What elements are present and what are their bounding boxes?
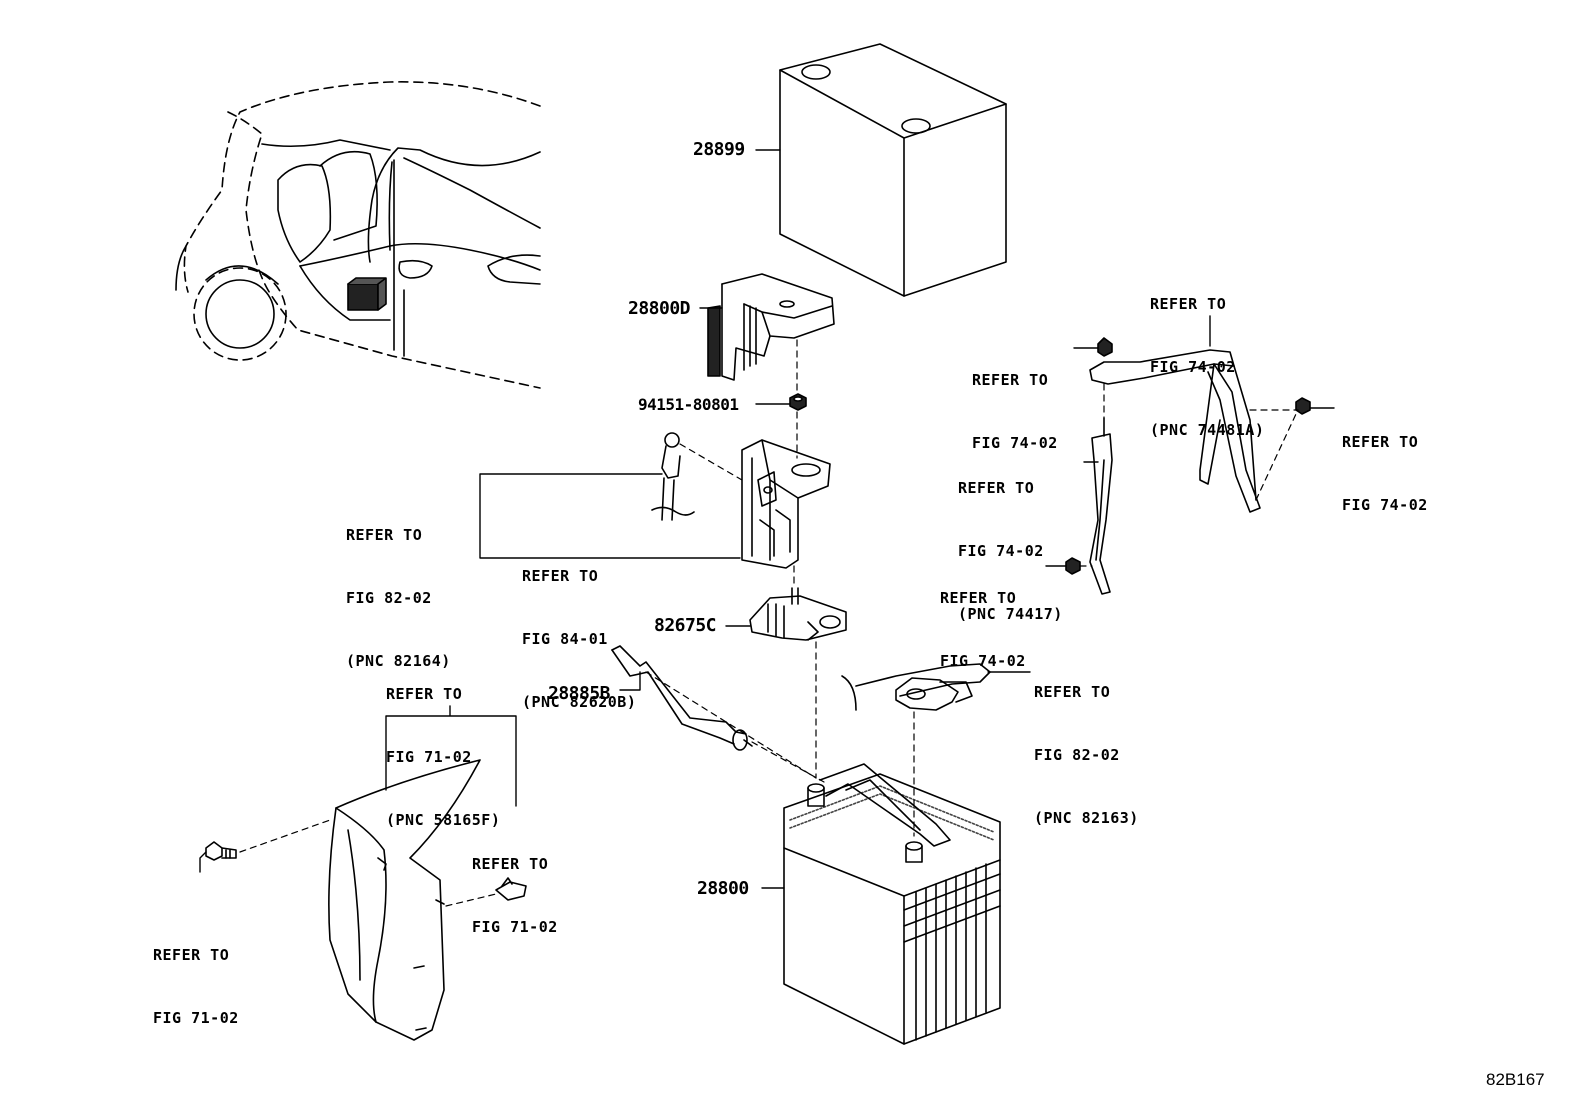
illustration-code: 82B167 <box>1486 1070 1545 1089</box>
fender-screw <box>206 842 236 860</box>
hold-down-bracket <box>1066 338 1310 594</box>
battery-cover-box <box>780 44 1006 296</box>
battery <box>784 764 1000 1044</box>
part-label-28899: 28899 <box>693 139 745 160</box>
ref-fig-71-02-clip: REFER TO FIG 71-02 <box>472 855 558 936</box>
negative-terminal <box>842 664 990 710</box>
part-label-28800d: 28800D <box>628 298 691 319</box>
ref-fig-74-02-pnc-74417: REFER TO FIG 74-02 (PNC 74417) <box>958 479 1063 623</box>
part-label-28800: 28800 <box>697 878 749 899</box>
ref-fig-74-02-pnc-74481a: REFER TO FIG 74-02 (PNC 74481A) <box>1150 295 1265 439</box>
clamp-cover <box>708 274 834 380</box>
vehicle-outline <box>176 82 540 388</box>
ref-fig-82-02-pnc-82164: REFER TO FIG 82-02 (PNC 82164) <box>346 526 451 670</box>
part-label-94151-80801: 94151-80801 <box>638 395 739 414</box>
ref-fig-71-02-pnc-58165f: REFER TO FIG 71-02 (PNC 58165F) <box>386 685 501 829</box>
part-label-28885b: 28885B <box>548 683 611 704</box>
positive-terminal <box>750 588 846 640</box>
terminal-nut <box>790 394 806 410</box>
ref-fig-84-01-pnc-82620b: REFER TO FIG 84-01 (PNC 82620B) <box>522 567 637 711</box>
fender-clip <box>496 878 526 900</box>
leader-lines <box>200 150 1334 888</box>
ref-fig-74-02-nut-upper: REFER TO FIG 74-02 <box>972 371 1058 452</box>
ref-fig-74-02-nut-lower: REFER TO FIG 74-02 <box>940 589 1026 670</box>
ground-wire-terminal <box>652 433 694 520</box>
assembly-lines <box>240 340 1298 906</box>
ref-fig-82-02-pnc-82163: REFER TO FIG 82-02 (PNC 82163) <box>1034 683 1139 827</box>
ref-fig-71-02-screw: REFER TO FIG 71-02 <box>153 946 239 1027</box>
fender-liner <box>329 760 480 1040</box>
terminal-holder <box>742 440 830 568</box>
battery-cable <box>612 646 752 750</box>
ref-fig-74-02-nut-right: REFER TO FIG 74-02 <box>1342 433 1428 514</box>
part-label-82675c: 82675C <box>654 615 717 636</box>
